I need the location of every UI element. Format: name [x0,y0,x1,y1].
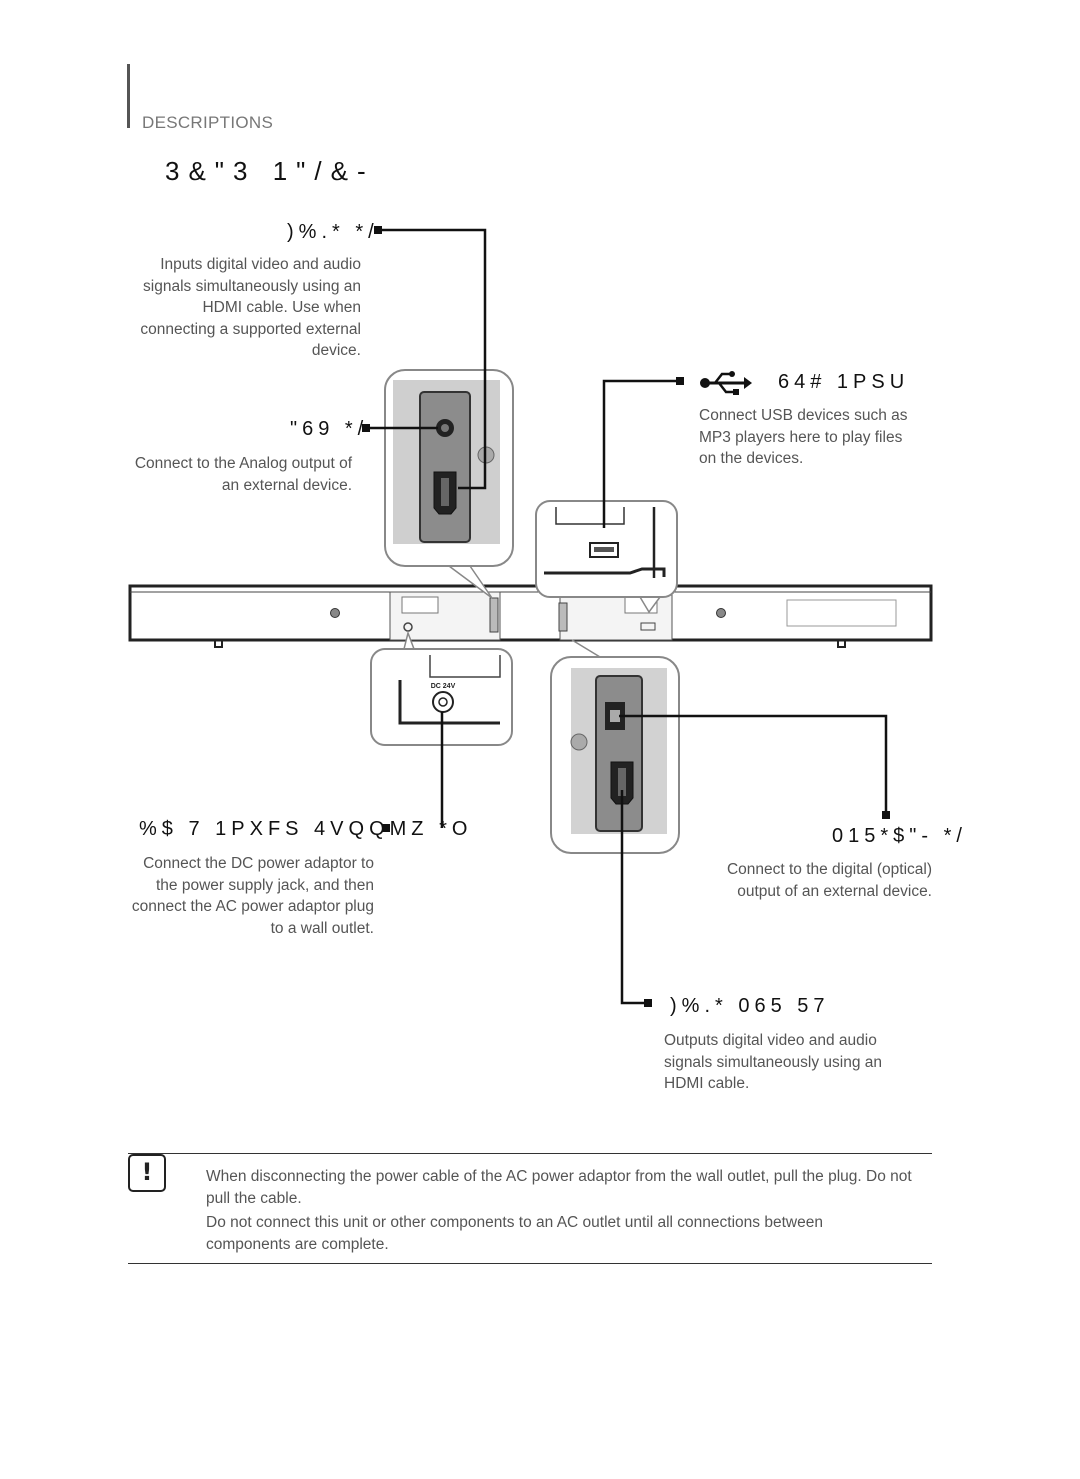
optical-in-title: 015*$"- */ [832,825,967,847]
usb-icon [700,371,752,395]
callout-left-bottom: DC 24V [370,630,513,746]
page-title: 3&"3 1"/&- [165,156,375,186]
hdmi-in-title: )%.* */ [287,221,379,243]
dc-jack-label: DC 24V [431,683,456,690]
callout-left-top [384,369,514,599]
section-divider [127,64,130,128]
hdmi-out-title: )%.* 065 57 [670,995,830,1017]
note-item-2: Do not connect this unit or other compon… [206,1214,823,1253]
hdmi-in-description: Inputs digital video and audio signals s… [140,256,361,359]
aux-in-title: "69 */ [290,418,369,440]
optical-in-description: Connect to the digital (optical) output … [726,861,932,900]
dc-power-description: Connect the DC power adaptor to the powe… [131,855,374,937]
dc-power-title: %$ 7 1PXFS 4VQQMZ *O [139,818,473,840]
note-bottom-rule [128,1263,932,1264]
soundbar-body [128,584,933,648]
usb-port-title: 64# 1PSU [778,371,910,393]
leader-lines [365,228,888,1005]
aux-in-description: Connect to the Analog output of an exter… [134,455,352,494]
note-item-1: When disconnecting the power cable of th… [206,1168,912,1207]
hdmi-out-description: Outputs digital video and audio signals … [664,1032,882,1092]
note-top-rule [128,1153,932,1154]
callout-right-bottom [550,639,680,854]
callout-right-top [535,500,678,614]
usb-description: Connect USB devices such as MP3 players … [699,407,908,467]
section-label: DESCRIPTIONS [142,113,274,132]
caution-icon: ! [128,1154,166,1192]
leader-markers [362,226,890,1007]
